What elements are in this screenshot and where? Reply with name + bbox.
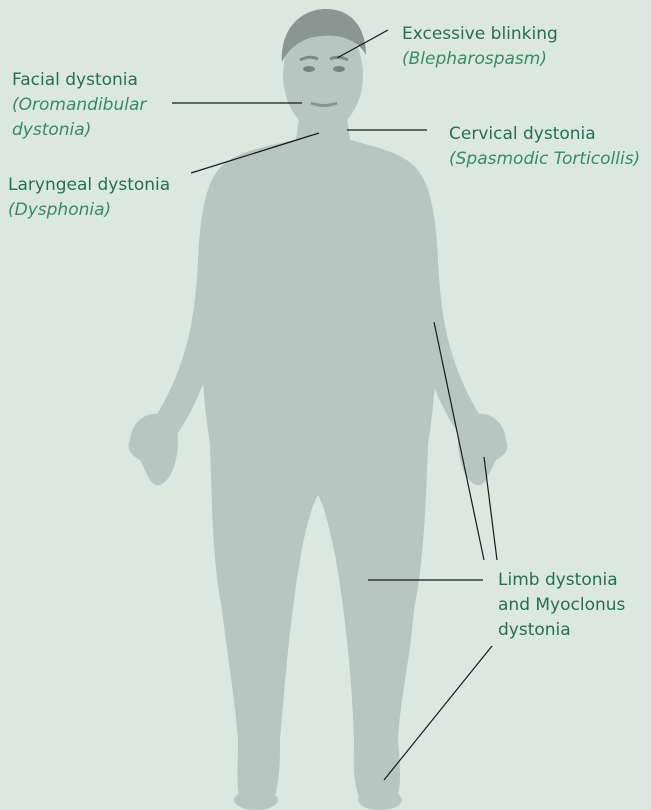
right-hand — [458, 414, 508, 486]
torso-and-legs — [202, 140, 435, 800]
label-facial-dystonia: Facial dystonia (Oromandibular dystonia) — [12, 68, 146, 143]
label-laryngeal-dystonia-sub: (Dysphonia) — [8, 198, 170, 223]
label-limb-dystonia: Limb dystonia and Myoclonus dystonia — [498, 568, 625, 643]
label-facial-dystonia-sub-1: (Oromandibular — [12, 93, 146, 118]
right-foot — [358, 790, 402, 810]
limb-arm-leader-line-2 — [484, 457, 497, 560]
label-excessive-blinking-name: Excessive blinking — [402, 24, 558, 44]
label-cervical-dystonia: Cervical dystonia (Spasmodic Torticollis… — [449, 122, 640, 172]
label-laryngeal-dystonia-name: Laryngeal dystonia — [8, 175, 170, 195]
label-excessive-blinking: Excessive blinking (Blepharospasm) — [402, 22, 558, 72]
label-excessive-blinking-sub: (Blepharospasm) — [402, 47, 558, 72]
eye-left — [303, 66, 315, 72]
label-facial-dystonia-name: Facial dystonia — [12, 70, 138, 90]
eye-right — [333, 66, 345, 72]
label-facial-dystonia-sub-2: dystonia) — [12, 118, 146, 143]
label-limb-dystonia-line-3: dystonia — [498, 618, 625, 643]
left-hand — [128, 414, 178, 486]
label-cervical-dystonia-name: Cervical dystonia — [449, 124, 596, 144]
label-cervical-dystonia-sub: (Spasmodic Torticollis) — [449, 147, 640, 172]
left-foot — [234, 790, 278, 810]
label-laryngeal-dystonia: Laryngeal dystonia (Dysphonia) — [8, 173, 170, 223]
label-limb-dystonia-line-2: and Myoclonus — [498, 593, 625, 618]
label-limb-dystonia-line-1: Limb dystonia — [498, 568, 625, 593]
